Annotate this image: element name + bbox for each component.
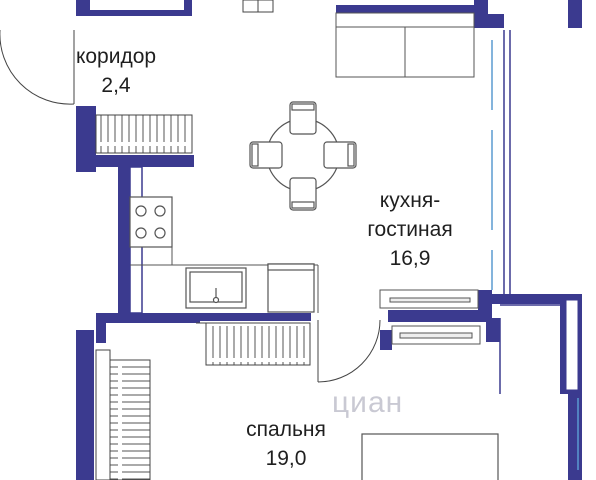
room-label-kitchen: кухня- гостиная 16,9 bbox=[350, 186, 470, 273]
corridor-door bbox=[0, 30, 75, 105]
wall-segment bbox=[96, 313, 200, 323]
wall-segment bbox=[388, 310, 486, 322]
bedroom-closet bbox=[205, 322, 311, 366]
room-name: спальня bbox=[246, 418, 326, 441]
room-area: 16,9 bbox=[389, 247, 431, 270]
balcony-rail bbox=[565, 299, 579, 391]
room-label-corridor: коридор 2,4 bbox=[60, 42, 172, 100]
dining-table bbox=[249, 101, 357, 211]
wall-segment bbox=[184, 0, 192, 16]
wall-segment bbox=[474, 0, 488, 28]
room-name-line1: кухня- bbox=[379, 189, 441, 212]
sofa bbox=[335, 12, 475, 78]
stove bbox=[129, 196, 173, 248]
room-name-line2: гостиная bbox=[367, 218, 453, 241]
radiator-bedroom bbox=[391, 325, 481, 345]
fridge bbox=[267, 263, 315, 313]
watermark-logo: циан bbox=[332, 386, 404, 419]
bedroom-wardrobe bbox=[109, 359, 151, 480]
bedroom-wardrobe-frame bbox=[95, 349, 111, 480]
wall-segment bbox=[118, 167, 130, 317]
sink bbox=[185, 267, 247, 309]
wall-segment bbox=[76, 330, 94, 480]
wall-segment bbox=[76, 10, 191, 16]
wall-segment bbox=[568, 0, 582, 28]
wall-segment bbox=[76, 106, 96, 172]
radiator-kitchen bbox=[379, 289, 479, 309]
wall-segment bbox=[486, 14, 504, 28]
bed bbox=[361, 433, 499, 480]
bedroom-door bbox=[317, 319, 381, 383]
wall-segment bbox=[478, 290, 492, 322]
window-right bbox=[491, 40, 579, 470]
wall-segment bbox=[96, 313, 106, 343]
wall-segment bbox=[96, 155, 194, 167]
wall-segment bbox=[336, 5, 484, 13]
wall-segment bbox=[568, 394, 582, 480]
room-area: 19,0 bbox=[265, 447, 307, 470]
wall-segment bbox=[380, 330, 392, 350]
room-name: коридор bbox=[75, 45, 157, 68]
wall-segment bbox=[492, 294, 582, 304]
wall-segment bbox=[486, 318, 500, 342]
room-area: 2,4 bbox=[101, 74, 131, 97]
room-label-bedroom: спальня 19,0 bbox=[228, 415, 344, 473]
wall-segment bbox=[196, 313, 311, 321]
corridor-closet bbox=[95, 114, 193, 154]
